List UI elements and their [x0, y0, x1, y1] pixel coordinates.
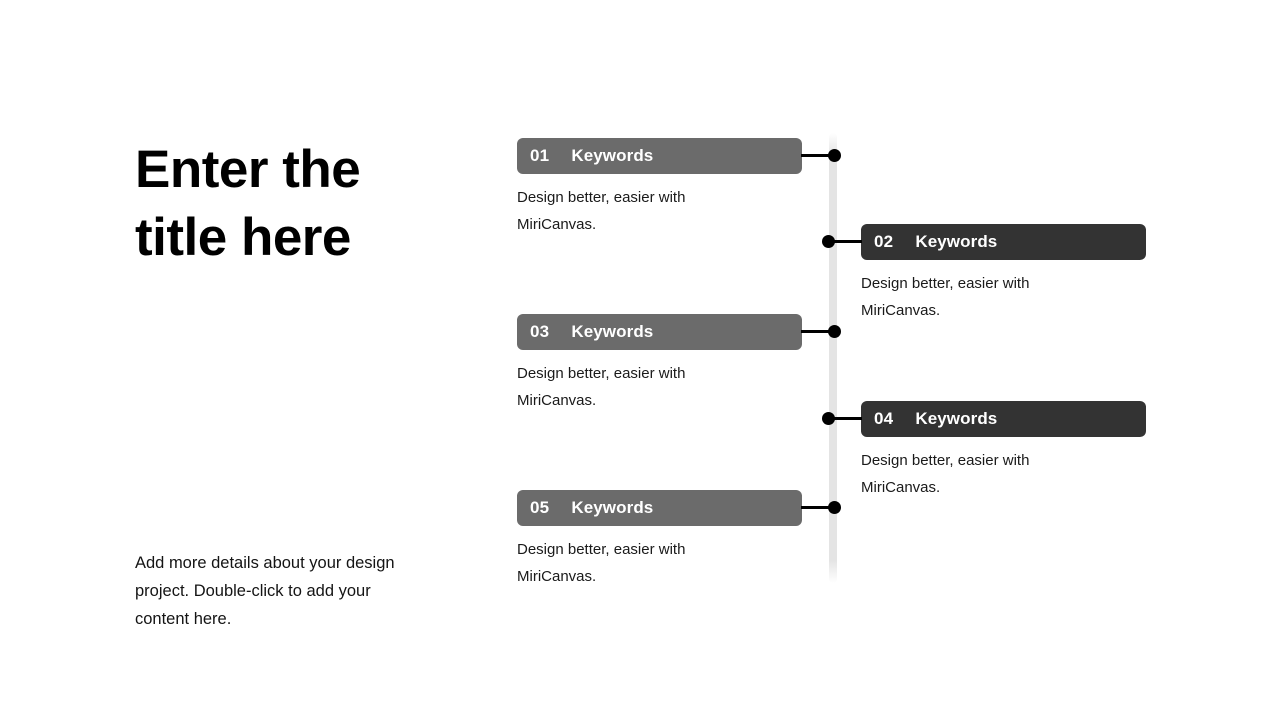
connector-line-04: [828, 417, 862, 420]
timeline-dot-05: [828, 501, 841, 514]
page-title[interactable]: Enter the title here: [135, 140, 361, 267]
keyword-bar-04[interactable]: 04 Keywords: [861, 401, 1146, 437]
timeline-spine: [829, 133, 837, 583]
keyword-description-02[interactable]: Design better, easier with MiriCanvas.: [861, 275, 1030, 319]
keyword-description-04[interactable]: Design better, easier with MiriCanvas.: [861, 452, 1030, 496]
keyword-label-02: Keywords: [915, 232, 998, 251]
timeline-item-01[interactable]: 01 Keywords Design better, easier with M…: [517, 138, 841, 253]
connector-line-01: [801, 154, 835, 157]
connector-line-02: [828, 240, 862, 243]
keyword-label-04: Keywords: [915, 409, 998, 428]
connector-line-05: [801, 506, 835, 509]
timeline-dot-01: [828, 149, 841, 162]
keyword-label-01: Keywords: [571, 146, 654, 165]
keyword-label-03: Keywords: [571, 322, 654, 341]
keyword-bar-01[interactable]: 01 Keywords: [517, 138, 802, 174]
timeline-item-02[interactable]: 02 Keywords Design better, easier with M…: [822, 224, 1146, 339]
keyword-label-05: Keywords: [571, 498, 654, 517]
keyword-description-03[interactable]: Design better, easier with MiriCanvas.: [517, 365, 686, 409]
timeline-dot-04: [822, 412, 835, 425]
keyword-bar-02[interactable]: 02 Keywords: [861, 224, 1146, 260]
timeline-item-03[interactable]: 03 Keywords Design better, easier with M…: [517, 314, 841, 429]
keyword-number-01: 01: [530, 146, 550, 165]
keyword-number-04: 04: [874, 409, 894, 428]
keyword-bar-03[interactable]: 03 Keywords: [517, 314, 802, 350]
timeline-item-05[interactable]: 05 Keywords Design better, easier with M…: [517, 490, 841, 605]
title-block: Enter the title here: [135, 136, 465, 272]
timeline-dot-02: [822, 235, 835, 248]
slide-description[interactable]: Add more details about your design proje…: [135, 553, 395, 628]
keyword-number-03: 03: [530, 322, 550, 341]
keyword-bar-05[interactable]: 05 Keywords: [517, 490, 802, 526]
connector-line-03: [801, 330, 835, 333]
keyword-number-05: 05: [530, 498, 550, 517]
keyword-number-02: 02: [874, 232, 894, 251]
keyword-description-01[interactable]: Design better, easier with MiriCanvas.: [517, 189, 686, 233]
timeline-item-04[interactable]: 04 Keywords Design better, easier with M…: [822, 401, 1146, 516]
keyword-description-05[interactable]: Design better, easier with MiriCanvas.: [517, 541, 686, 585]
timeline-dot-03: [828, 325, 841, 338]
